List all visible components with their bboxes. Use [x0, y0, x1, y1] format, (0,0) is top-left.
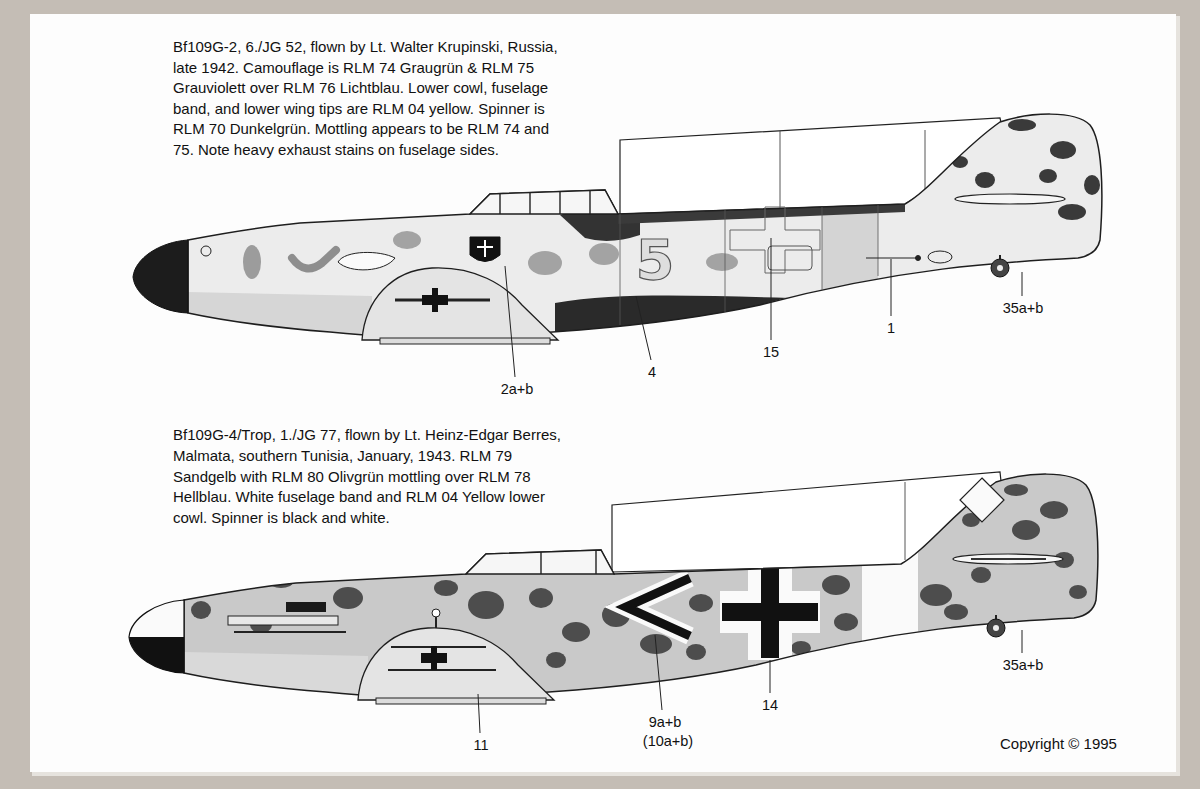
copyright-note: Copyright © 1995 — [1000, 735, 1117, 753]
paper-sheet — [30, 14, 1176, 772]
callout-number: 4 — [648, 364, 656, 381]
aircraft-profile — [129, 474, 1098, 705]
leader-lines — [478, 238, 1022, 733]
code-number: 5 — [636, 232, 675, 288]
callout-number: 1 — [887, 320, 895, 337]
callout-number: 15 — [763, 344, 779, 361]
panel-line — [905, 482, 906, 560]
callout-number: 35a+b — [1003, 300, 1044, 317]
callout-number: 11 — [473, 737, 488, 754]
callout-number: 9a+b — [649, 714, 682, 731]
callout-number: 35a+b — [1003, 657, 1044, 674]
callout-number: 14 — [762, 697, 778, 714]
fin-marking — [960, 478, 1004, 522]
callout-number: (10a+b) — [643, 733, 693, 750]
aircraft-description: Bf109G-2, 6./JG 52, flown by Lt. Walter … — [173, 37, 573, 161]
callout-number: 2a+b — [501, 381, 534, 398]
aircraft-description: Bf109G-4/Trop, 1./JG 77, flown by Lt. He… — [173, 425, 573, 529]
